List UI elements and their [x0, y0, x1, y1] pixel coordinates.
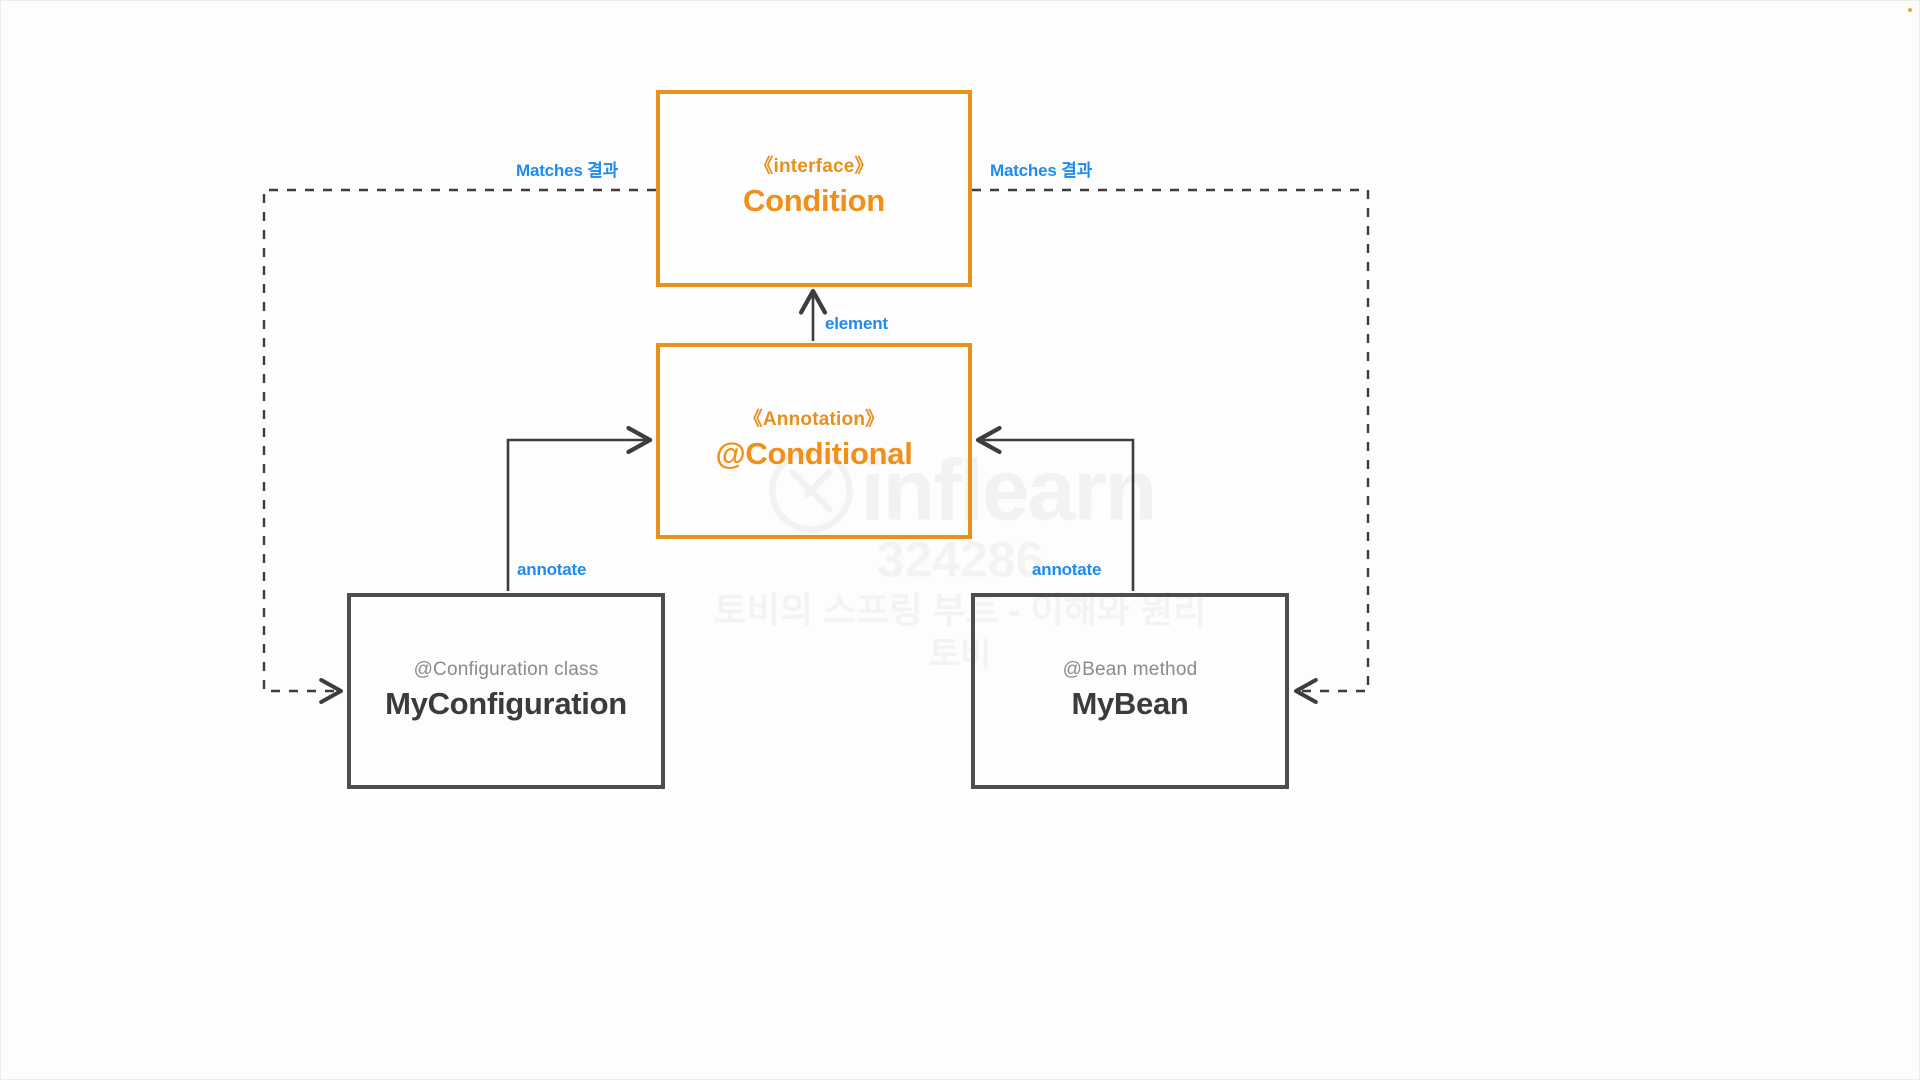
edge-label-matches-right: Matches 결과 — [990, 161, 1093, 180]
node-condition-title: Condition — [743, 183, 885, 219]
edge-label-annotate-right: annotate — [1032, 560, 1102, 579]
node-condition-stereotype: 《interface》 — [754, 156, 874, 178]
node-conditional-title: @Conditional — [715, 435, 913, 471]
node-mybean[interactable]: @Bean method MyBean — [971, 593, 1289, 789]
node-mybean-stereotype: @Bean method — [1062, 658, 1198, 680]
node-mybean-title: MyBean — [1071, 685, 1189, 721]
node-conditional-stereotype: 《Annotation》 — [743, 408, 885, 430]
watermark-id: 324286 — [876, 531, 1044, 588]
edge-label-element: element — [825, 314, 888, 333]
node-myconfiguration-title: MyConfiguration — [385, 685, 627, 721]
node-conditional[interactable]: 《Annotation》 @Conditional — [656, 343, 972, 539]
edge-label-matches-left: Matches 결과 — [516, 161, 619, 180]
corner-marker-dot — [1908, 8, 1912, 12]
node-myconfiguration-stereotype: @Configuration class — [413, 658, 599, 680]
node-myconfiguration[interactable]: @Configuration class MyConfiguration — [347, 593, 665, 789]
node-condition[interactable]: 《interface》 Condition — [656, 90, 972, 287]
edge-label-annotate-left: annotate — [517, 560, 587, 579]
